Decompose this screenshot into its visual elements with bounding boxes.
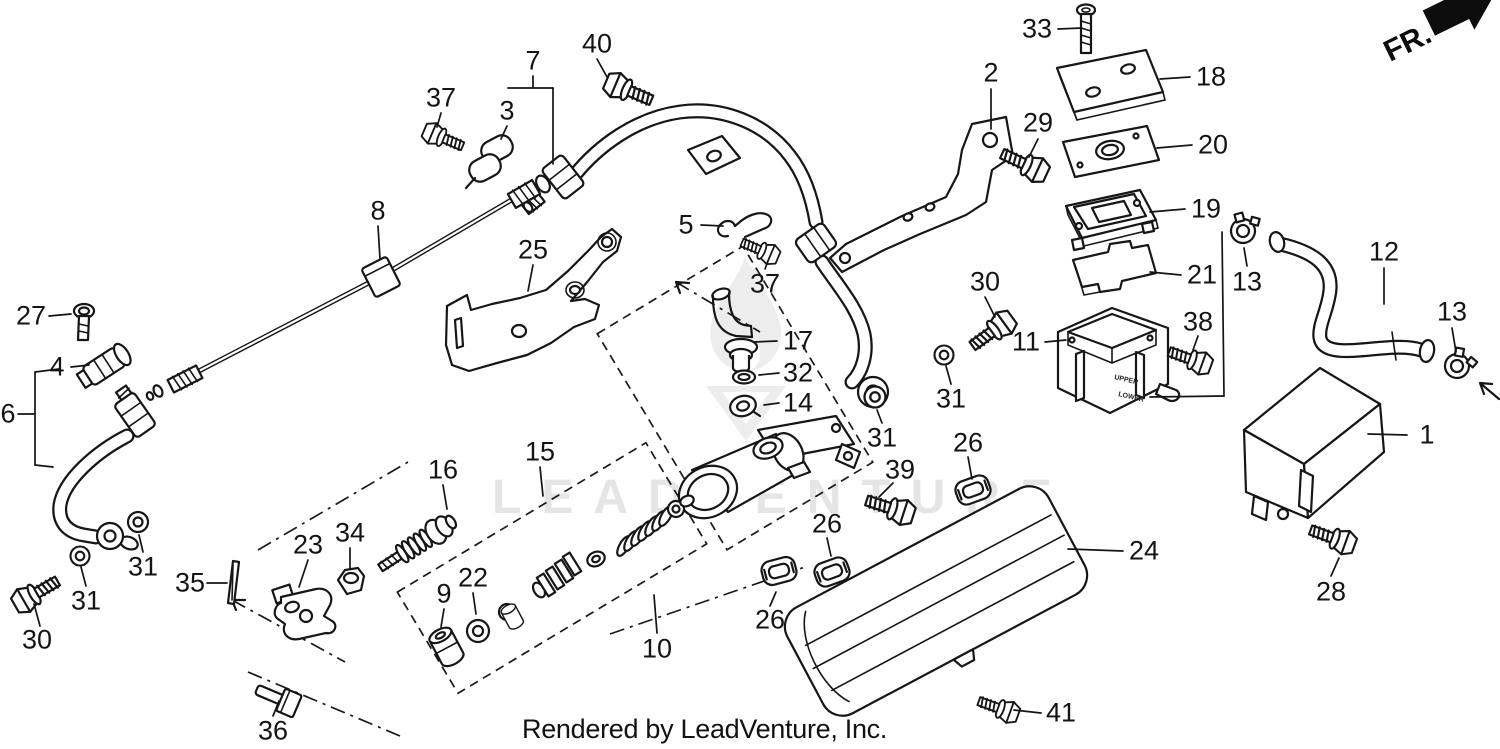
nut-34 [336, 566, 366, 596]
part-callout-26-16: 26 [811, 508, 843, 539]
fitting-4 [75, 342, 132, 389]
part-callout-13-9: 13 [1436, 296, 1468, 327]
part-callout-14-25: 14 [782, 387, 814, 418]
part-callout-30-20: 30 [969, 266, 1001, 297]
part-callout-27-34: 27 [15, 300, 47, 331]
part-callout-17-23: 17 [782, 325, 814, 356]
fr-direction-indicator: FR. [1379, 0, 1498, 68]
lid-panel-24 [783, 485, 1089, 717]
screw-33 [1075, 3, 1097, 55]
part-callout-26-15: 26 [952, 427, 984, 458]
hose-clamp-3 [464, 134, 514, 190]
clamp-23 [271, 583, 337, 641]
part-callout-5-27: 5 [678, 209, 694, 240]
part-callout-16-43: 16 [427, 454, 459, 485]
bolt-40 [600, 68, 658, 114]
part-callout-9-46: 9 [436, 578, 452, 609]
clamp-13-top [1225, 207, 1266, 247]
fr-arrow-icon [1422, 0, 1498, 36]
adjuster-rod-16 [377, 514, 458, 573]
cap-plate-20 [1061, 124, 1161, 179]
part-callout-31-22: 31 [866, 422, 898, 453]
part-callout-31-38: 31 [127, 551, 159, 582]
screw-41 [974, 689, 1023, 727]
cable-grommet-8 [361, 256, 401, 298]
washer-32 [731, 369, 757, 385]
part-callout-7-29: 7 [525, 45, 541, 76]
part-callout-28-11: 28 [1315, 576, 1347, 607]
part-callout-35-40: 35 [174, 567, 206, 598]
part-callout-12-8: 12 [1368, 236, 1400, 267]
bushing-9 [428, 626, 465, 668]
leader-lines [17, 27, 1457, 717]
washer-31-center [863, 385, 887, 409]
grommet-26-left [758, 553, 800, 589]
part-callout-25-33: 25 [517, 234, 549, 265]
part-callout-26-17: 26 [754, 604, 786, 635]
part-callout-33-0: 33 [1021, 13, 1053, 44]
part-callout-1-10: 1 [1419, 419, 1435, 450]
washer-31-left-b [69, 545, 91, 567]
footer-credit: Rendered by LeadVenture, Inc. [522, 714, 888, 744]
bracket-25 [444, 227, 623, 373]
part-callout-6-36: 6 [0, 398, 16, 429]
part-callout-21-7: 21 [1186, 259, 1218, 290]
part-callout-39-14: 39 [884, 454, 916, 485]
joint-17 [711, 287, 759, 374]
part-callout-11-18: 11 [1011, 326, 1041, 357]
part-callout-18-1: 18 [1195, 61, 1227, 92]
part-callout-37-26: 37 [749, 268, 781, 299]
diaphragm-21 [1071, 239, 1158, 296]
part-callout-19-5: 19 [1190, 193, 1222, 224]
part-callout-22-45: 22 [457, 562, 489, 593]
washer-31-left-a [126, 510, 150, 534]
joint-pin-36 [254, 684, 303, 719]
part-callout-37-31: 37 [425, 82, 457, 113]
cover-1 [1242, 366, 1386, 522]
part-callout-10-47: 10 [641, 633, 673, 664]
bolt-37-top [419, 118, 468, 158]
screw-27 [72, 302, 96, 342]
washer-22 [465, 603, 525, 644]
part-callout-32-24: 32 [782, 357, 814, 388]
part-callout-3-30: 3 [499, 95, 515, 126]
overflow-hose-12 [1268, 231, 1436, 364]
part-callout-13-6: 13 [1231, 266, 1263, 297]
brake-hose-6 [52, 384, 156, 551]
part-callout-4-35: 4 [49, 351, 65, 382]
fr-label: FR. [1379, 17, 1437, 68]
part-callout-15-44: 15 [524, 436, 556, 467]
diaphragm-plate-19 [1064, 188, 1159, 252]
part-callout-30-37: 30 [21, 624, 53, 655]
part-callout-41-12: 41 [1045, 697, 1077, 728]
part-callout-23-41: 23 [292, 529, 324, 560]
cable-8 [145, 174, 551, 401]
part-callout-36-48: 36 [257, 715, 289, 746]
snap-ring-14 [729, 394, 762, 418]
bolt-38 [1164, 339, 1216, 379]
part-callout-38-19: 38 [1182, 306, 1214, 337]
part-callout-40-28: 40 [581, 28, 613, 59]
clip-5 [716, 212, 773, 239]
bracket-2 [828, 115, 1015, 274]
cursor-arrow-icon [1478, 381, 1500, 401]
washer-31-right [933, 344, 955, 366]
part-callout-24-13: 24 [1128, 535, 1160, 566]
part-callout-29-3: 29 [1022, 107, 1054, 138]
part-callout-20-4: 20 [1197, 129, 1229, 160]
master-cylinder-body [677, 414, 862, 520]
reservoir-body-11: UPPER LOWER [1056, 306, 1181, 415]
bolt-28 [1305, 517, 1360, 559]
pin-35 [226, 559, 241, 606]
reservoir-cap-18 [1055, 48, 1166, 121]
part-callout-8-32: 8 [370, 195, 386, 226]
bolt-29 [995, 140, 1054, 188]
clamp-13-right [1441, 345, 1481, 383]
part-callout-31-39: 31 [70, 585, 102, 616]
part-callout-2-2: 2 [983, 57, 999, 88]
part-callout-31-21: 31 [935, 383, 967, 414]
part-callout-34-42: 34 [334, 517, 366, 548]
